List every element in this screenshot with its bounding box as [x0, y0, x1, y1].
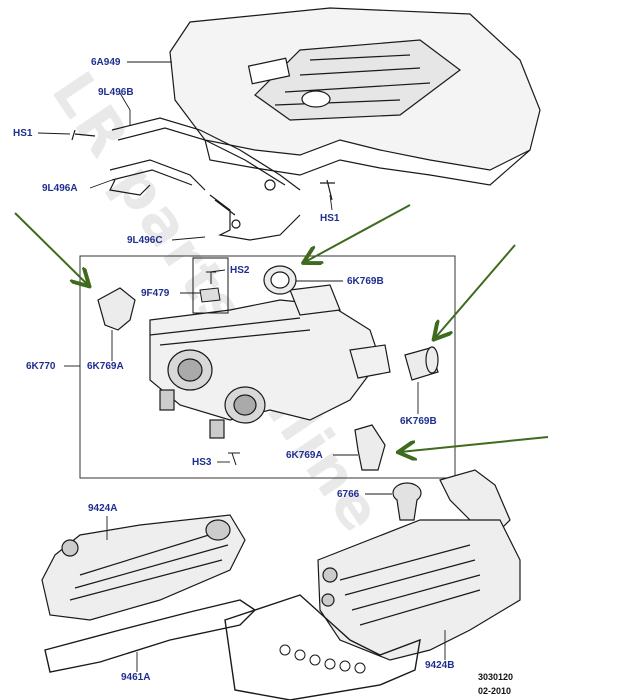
cam-cover-right-part [317, 469, 521, 661]
leader-lines [37, 61, 446, 672]
label-cap: 6766 [337, 489, 360, 500]
date-code: 02-2010 [478, 686, 512, 696]
intake-manifold-part [149, 284, 391, 439]
label-bolt-right: HS1 [320, 213, 340, 224]
arrow-top-hose [305, 204, 411, 262]
label-intake-assembly: 6K770 [26, 361, 56, 372]
label-cam-cover-right: 9424B [425, 660, 455, 671]
arrow-left-hose [14, 212, 88, 285]
throttle-bolt-part [228, 452, 240, 466]
gasket-parts [44, 594, 421, 700]
hose-parts [97, 265, 439, 471]
engine-cover-part [169, 7, 541, 186]
label-sensor: 9F479 [141, 288, 170, 299]
label-hose-left: 6K769A [87, 361, 124, 372]
cam-cover-left-part [41, 514, 246, 621]
oil-filler-cap-part [392, 482, 422, 521]
arrow-right-hose [435, 244, 516, 338]
label-engine-cover: 6A949 [91, 57, 121, 68]
label-gasket: 9461A [121, 672, 151, 683]
label-hose-top: 6K769B [347, 276, 384, 287]
label-throttle-bolt: HS3 [192, 457, 212, 468]
diagram-number: 3030120 [478, 672, 514, 682]
label-bracket-lower: 9L496A [42, 183, 78, 194]
label-hose-right: 6K769B [400, 416, 437, 427]
label-bracket-upper: 9L496B [98, 87, 134, 98]
label-cam-cover-left: 9424A [88, 503, 118, 514]
label-hose-bottom: 6K769A [286, 450, 323, 461]
bracket-assembly [71, 117, 335, 241]
arrow-bottom-hose [400, 436, 549, 452]
label-bracket-c: 9L496C [127, 235, 163, 246]
highlight-arrows [14, 204, 549, 452]
label-sensor-bolt: HS2 [230, 265, 250, 276]
sensor-part [192, 257, 229, 314]
label-bolt-left: HS1 [13, 128, 33, 139]
